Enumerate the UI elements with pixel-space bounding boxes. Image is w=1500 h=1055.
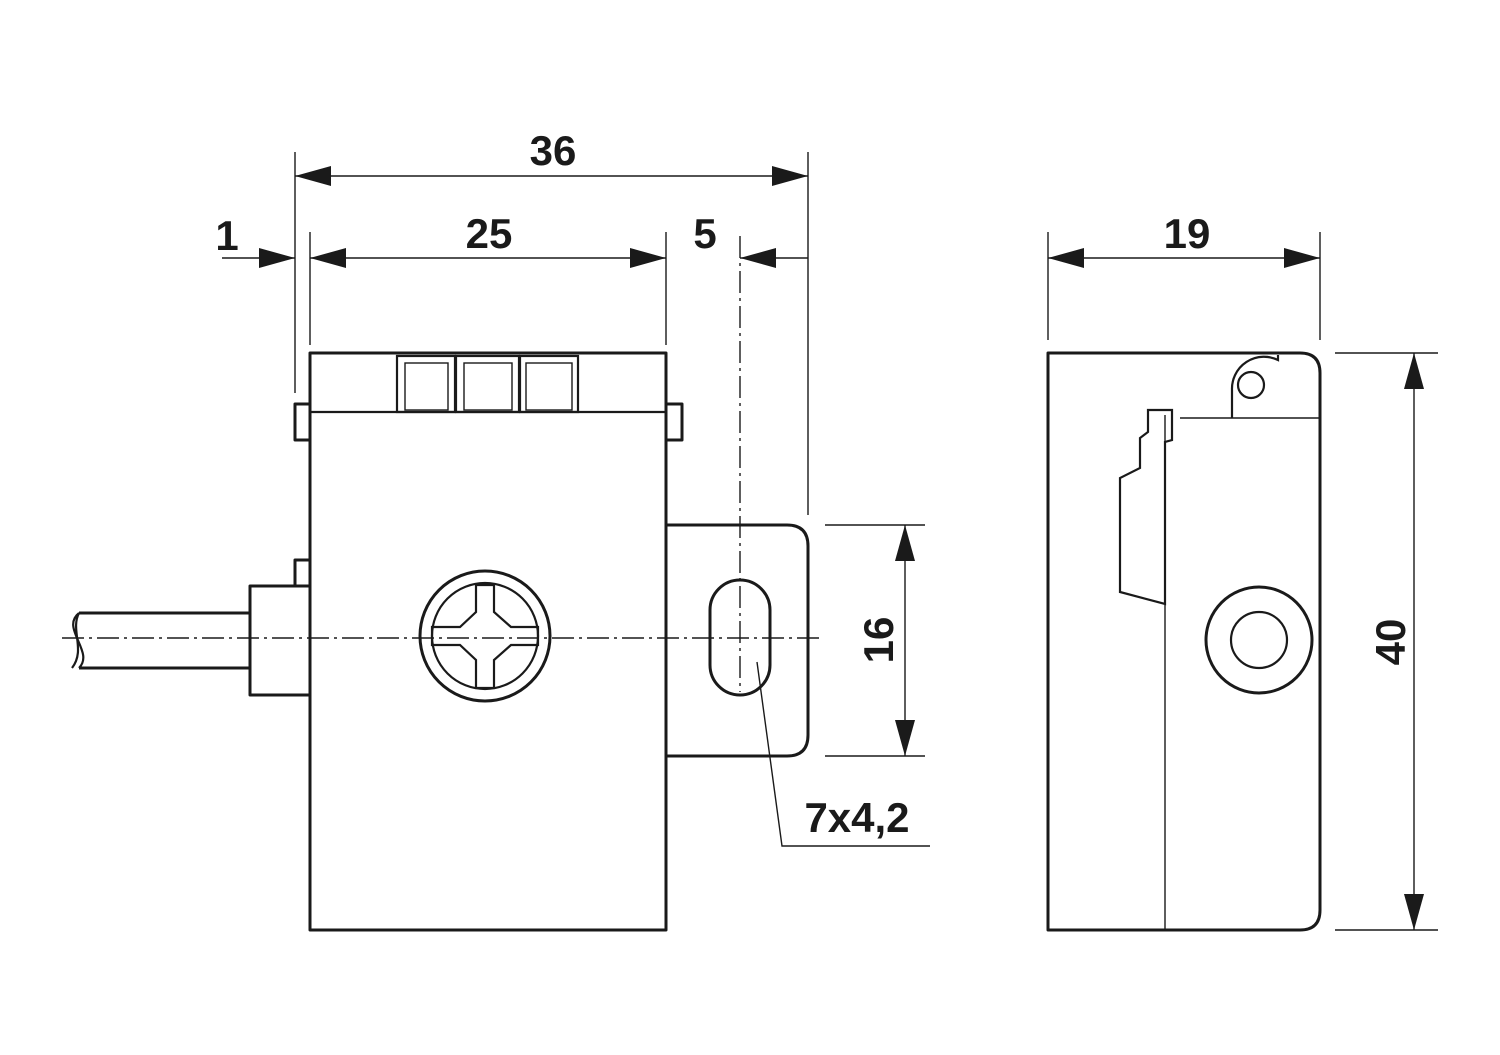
terminal-slot-2 (454, 354, 521, 414)
arrow-19-right (1284, 248, 1320, 268)
mounting-flange (666, 523, 810, 758)
mounting-slot (708, 578, 772, 697)
side-hinge-lug (1230, 355, 1280, 418)
dim-label-16: 16 (855, 617, 902, 664)
front-left-latch (293, 402, 310, 442)
side-view (1046, 351, 1322, 932)
dim-label-slot: 7x4,2 (804, 794, 909, 841)
side-hinge-hole (1236, 370, 1266, 400)
terminal-slot-1-inner (404, 362, 449, 411)
dim-label-5: 5 (693, 210, 716, 257)
front-housing-outline (308, 351, 668, 932)
front-right-latch (666, 402, 684, 442)
dim-label-36: 36 (530, 127, 577, 174)
arrow-5 (740, 248, 776, 268)
slot-leader-line (756, 661, 930, 847)
arrow-40-top (1404, 353, 1424, 389)
terminal-slot-2-inner (463, 362, 513, 411)
screw-cross (430, 583, 540, 690)
front-view (62, 236, 822, 932)
arrow-36-right (772, 166, 808, 186)
side-boss-outer (1204, 585, 1314, 695)
side-clip-profile (1118, 408, 1174, 606)
arrow-40-bottom (1404, 894, 1424, 930)
terminal-slot-3 (518, 354, 580, 414)
cable-gland (248, 584, 310, 697)
arrow-16-bottom (895, 720, 915, 756)
front-left-step (293, 558, 310, 588)
arrow-19-left (1048, 248, 1084, 268)
cable-break (71, 612, 85, 669)
terminal-slot-1 (395, 354, 457, 414)
dim-label-25: 25 (466, 210, 513, 257)
side-dimensions: 19 40 (1047, 210, 1438, 931)
front-dimensions: 36 1 25 5 16 7x4,2 (215, 127, 930, 847)
arrow-1 (259, 248, 295, 268)
arrow-36-left (295, 166, 331, 186)
side-boss-inner (1229, 610, 1289, 670)
dim-label-40: 40 (1367, 619, 1414, 666)
screw-outer-ring (418, 569, 552, 703)
dim-label-19: 19 (1164, 210, 1211, 257)
arrow-16-top (895, 525, 915, 561)
side-housing-outline (1046, 351, 1322, 932)
screw-inner-ring (430, 581, 540, 691)
dim-label-1: 1 (215, 212, 238, 259)
terminal-slot-3-inner (525, 362, 573, 411)
arrow-25-right (630, 248, 666, 268)
